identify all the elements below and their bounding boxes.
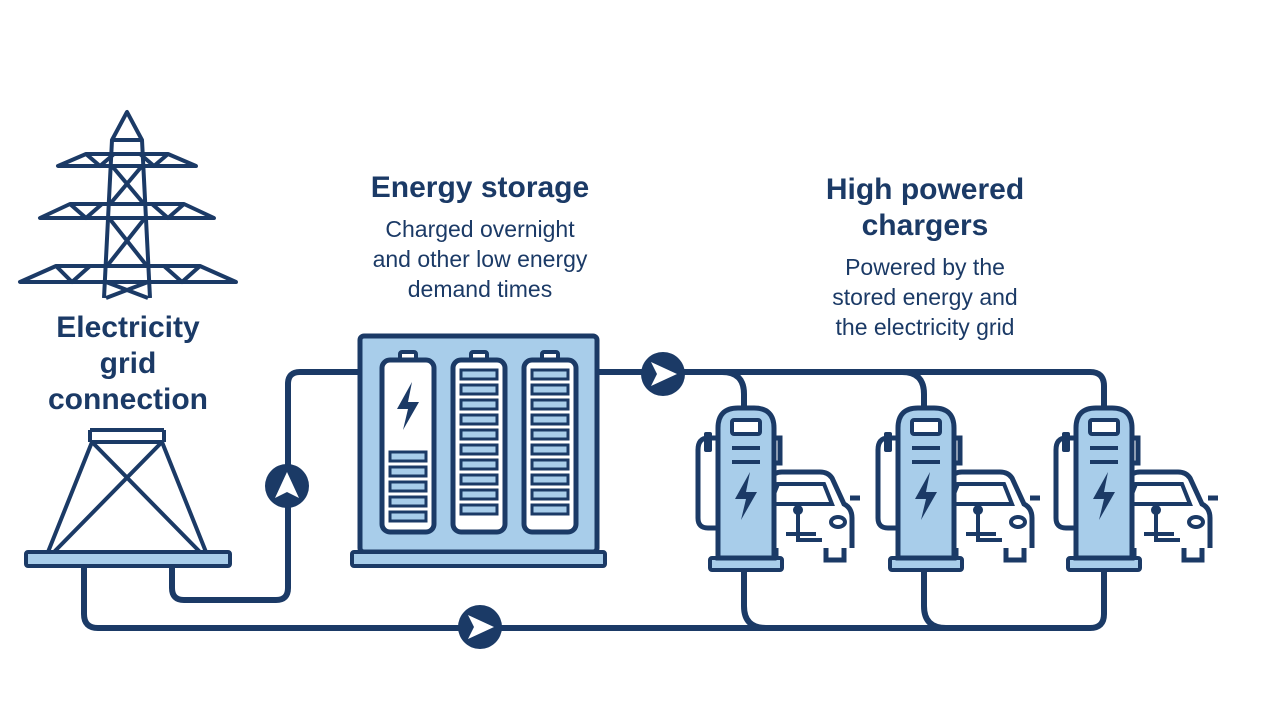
chargers-description: Powered by the stored energy and the ele… bbox=[832, 254, 1018, 340]
charging-cable bbox=[1154, 512, 1180, 542]
storage-label: Energy storage Charged overnight and oth… bbox=[330, 170, 630, 304]
chargers-label: High powered chargers Powered by the sto… bbox=[775, 172, 1075, 342]
pylon-base bbox=[24, 550, 232, 568]
charging-cable bbox=[976, 512, 1002, 542]
pylon-icon bbox=[18, 110, 238, 554]
flow-arrow-icon bbox=[641, 352, 685, 396]
charger-icon bbox=[878, 408, 962, 570]
flow-arrow-icon bbox=[458, 605, 502, 649]
charger-icon bbox=[698, 408, 782, 570]
battery-icon bbox=[521, 350, 579, 535]
storage-title: Energy storage bbox=[370, 171, 590, 204]
storage-description: Charged overnight and other low energy d… bbox=[372, 216, 588, 302]
connection-lines bbox=[81, 369, 1107, 631]
battery-icon bbox=[379, 350, 437, 535]
charger-icon bbox=[1056, 408, 1140, 570]
flow-arrow-icon bbox=[265, 464, 309, 508]
charging-cable bbox=[796, 512, 822, 542]
battery-icon bbox=[450, 350, 508, 535]
grid-title: Electricity grid connection bbox=[47, 311, 208, 416]
chargers-title: High powered chargers bbox=[825, 173, 1025, 242]
